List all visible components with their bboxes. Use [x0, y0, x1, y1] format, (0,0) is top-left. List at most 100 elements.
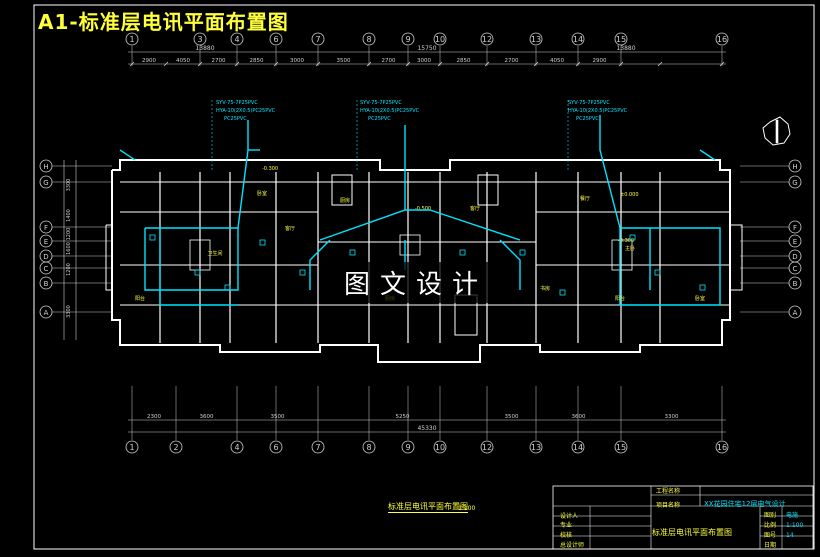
dim-tick — [315, 61, 321, 67]
room-label: 卫生间 — [207, 250, 222, 257]
axis-label-right: G — [792, 179, 797, 187]
dim-text-left: 3300 — [66, 305, 72, 318]
axis-bubble — [480, 32, 494, 46]
axis-label-right: F — [793, 224, 797, 232]
axis-bubble — [401, 32, 415, 46]
wiring-run — [499, 239, 521, 290]
tb-project-value: XX花园住宅12层电气设计 — [704, 500, 786, 508]
bath-fixture — [611, 239, 633, 271]
dim-text-left: 1200 — [66, 263, 72, 276]
plan-caption: 标准层电讯平面布置图 — [388, 502, 468, 513]
room-label: 客厅 — [285, 225, 295, 232]
dim-text-top: 2700 — [382, 58, 396, 64]
axis-bubble — [433, 440, 447, 454]
axis-label-top: 7 — [315, 35, 320, 44]
axis-label-left: B — [44, 280, 49, 288]
axis-bubble — [715, 32, 729, 46]
room-label: 厨房 — [340, 197, 350, 204]
telecom-outlet — [299, 269, 306, 276]
axis-label-bottom: 8 — [366, 443, 371, 452]
telecom-outlet — [559, 289, 566, 296]
tb-drawing-name: 标准层电讯平面布置图 — [652, 528, 732, 537]
axis-label-top: 9 — [405, 35, 410, 44]
telecom-outlet — [699, 284, 706, 291]
wiring-note: HYA-10(2X0.5)PC25PVC — [216, 108, 276, 114]
dim-text-left: 1200 — [66, 228, 72, 241]
dim-text-top: 2700 — [505, 58, 519, 64]
stair-block — [477, 174, 499, 206]
entrance-right — [729, 224, 743, 291]
axis-label-bottom: 2 — [173, 443, 178, 452]
level-mark: -0.500 — [415, 206, 431, 212]
axis-label-bottom: 14 — [573, 443, 583, 452]
tb-right-value: 14 — [786, 532, 794, 539]
level-mark: -0.300 — [262, 166, 278, 172]
axis-bubble — [614, 32, 628, 46]
axis-label-bottom: 13 — [531, 443, 541, 452]
plan-scale: 1:100 — [458, 505, 476, 512]
room-label: 卧室 — [695, 295, 705, 302]
dim-text-top: 2850 — [250, 58, 264, 64]
dim-text-bottom: 3600 — [200, 414, 214, 420]
wiring-run — [144, 227, 239, 291]
dim-text-bottom: 3500 — [271, 414, 285, 420]
tb-item-label: 项目名称 — [656, 502, 681, 509]
axis-label-right: H — [792, 163, 797, 171]
dim-text-bottom: 3500 — [505, 414, 519, 420]
wiring-note: SYV-75-7P25PVC — [216, 100, 258, 106]
telecom-outlet — [519, 249, 526, 256]
dim-text-left: 1600 — [66, 242, 72, 255]
axis-bubble — [362, 32, 376, 46]
room-label: 卧室 — [257, 190, 267, 197]
room-label: 客厅 — [470, 205, 480, 212]
dim-tick — [405, 61, 411, 67]
tb-right-label: 比例 — [764, 522, 777, 529]
axis-label-bottom: 4 — [234, 443, 239, 452]
wiring-run — [429, 209, 521, 241]
axis-bubble — [401, 440, 415, 454]
dim-tick — [657, 61, 663, 67]
axis-bubble — [571, 32, 585, 46]
axis-bubble — [169, 440, 183, 454]
dim-text-top: 2850 — [457, 58, 471, 64]
tb-right-label: 图号 — [764, 532, 777, 539]
axis-label-right: E — [793, 238, 797, 246]
axis-label-right: D — [792, 253, 797, 261]
axis-label-top: 8 — [366, 35, 371, 44]
tb-role: 总设计师 — [560, 542, 585, 549]
tb-role: 专业 — [560, 522, 573, 529]
kitchen-fixture — [399, 234, 421, 256]
axis-label-left: F — [44, 224, 48, 232]
axis-label-top: 15 — [616, 35, 626, 44]
axis-bubble — [480, 440, 494, 454]
axis-bubble — [311, 440, 325, 454]
wiring-run — [119, 149, 136, 161]
axis-label-top: 10 — [435, 35, 445, 44]
axis-label-left: A — [44, 309, 49, 317]
axis-bubble — [571, 440, 585, 454]
axis-bubble — [125, 440, 139, 454]
dim-text-bottom: 2300 — [147, 414, 161, 420]
page-title: A1-标准层电讯平面布置图 — [38, 10, 289, 34]
dim-tick — [575, 61, 581, 67]
axis-label-bottom: 16 — [717, 443, 727, 452]
tb-right-label: 图别 — [764, 512, 777, 519]
title-block — [552, 485, 814, 550]
room-label: 阳台 — [135, 295, 145, 302]
dim-tick — [234, 61, 240, 67]
outer-wall — [111, 159, 731, 363]
telecom-outlet — [194, 269, 201, 276]
dim-text-left: 1400 — [66, 209, 72, 222]
tb-project-label: 工程名称 — [656, 488, 681, 495]
room-label: 书房 — [540, 285, 550, 292]
dim-text-top: 2700 — [212, 58, 226, 64]
wiring-run — [619, 227, 721, 306]
axis-label-right: B — [793, 280, 798, 288]
wiring-note: HYA-10(2X0.5)PC25PVC — [360, 108, 420, 114]
axis-label-top: 1 — [129, 35, 134, 44]
dim-tick — [163, 61, 169, 67]
axis-label-bottom: 7 — [315, 443, 320, 452]
dim-text-bottom: 3600 — [572, 414, 586, 420]
level-mark: ±0.000 — [620, 192, 639, 198]
axis-bubble — [193, 32, 207, 46]
